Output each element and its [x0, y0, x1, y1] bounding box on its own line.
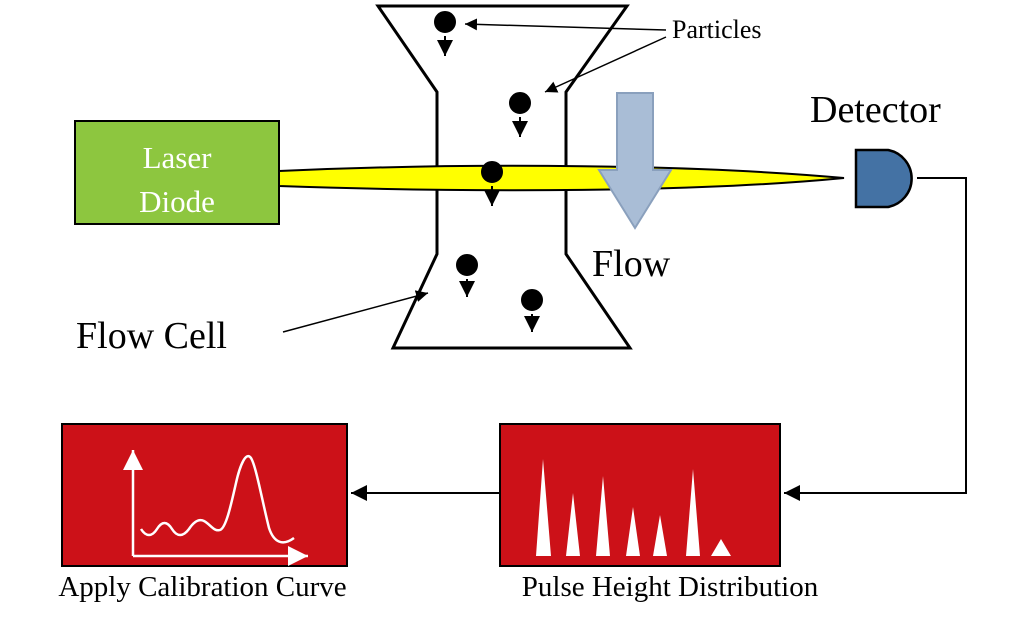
- particle-dot: [481, 161, 503, 183]
- particles-pointer-arrow: [464, 18, 667, 31]
- pulse-spikes: [536, 459, 731, 556]
- calibration-curve: [139, 455, 295, 544]
- particles-pointer-arrow: [544, 36, 667, 93]
- flow-label: Flow: [592, 243, 671, 285]
- calibration-plot: [123, 450, 308, 566]
- laser-diode-box: [74, 120, 280, 225]
- particles-group: [434, 11, 543, 332]
- detector-label: Detector: [810, 89, 941, 131]
- flow-cell-pointer-arrow: [282, 290, 429, 333]
- detector-shape: [854, 148, 913, 209]
- particles-label: Particles: [672, 15, 762, 44]
- flow-cell-label: Flow Cell: [76, 315, 227, 357]
- laser-diode-label-text: Laser Diode: [139, 140, 215, 219]
- laser-diode-label: Laser Diode: [75, 128, 279, 231]
- calibration-box: [61, 423, 348, 567]
- flow-direction-arrow: [597, 92, 673, 230]
- particle-dot: [434, 11, 456, 33]
- detector-to-pulse-connector: [784, 177, 967, 501]
- pulse-height-distribution-label: Pulse Height Distribution: [521, 571, 819, 603]
- apply-calibration-curve-label: Apply Calibration Curve: [58, 571, 347, 603]
- particle-dot: [456, 254, 478, 276]
- particle-dot: [509, 92, 531, 114]
- particle-dot: [521, 289, 543, 311]
- laser-beam: [278, 164, 845, 192]
